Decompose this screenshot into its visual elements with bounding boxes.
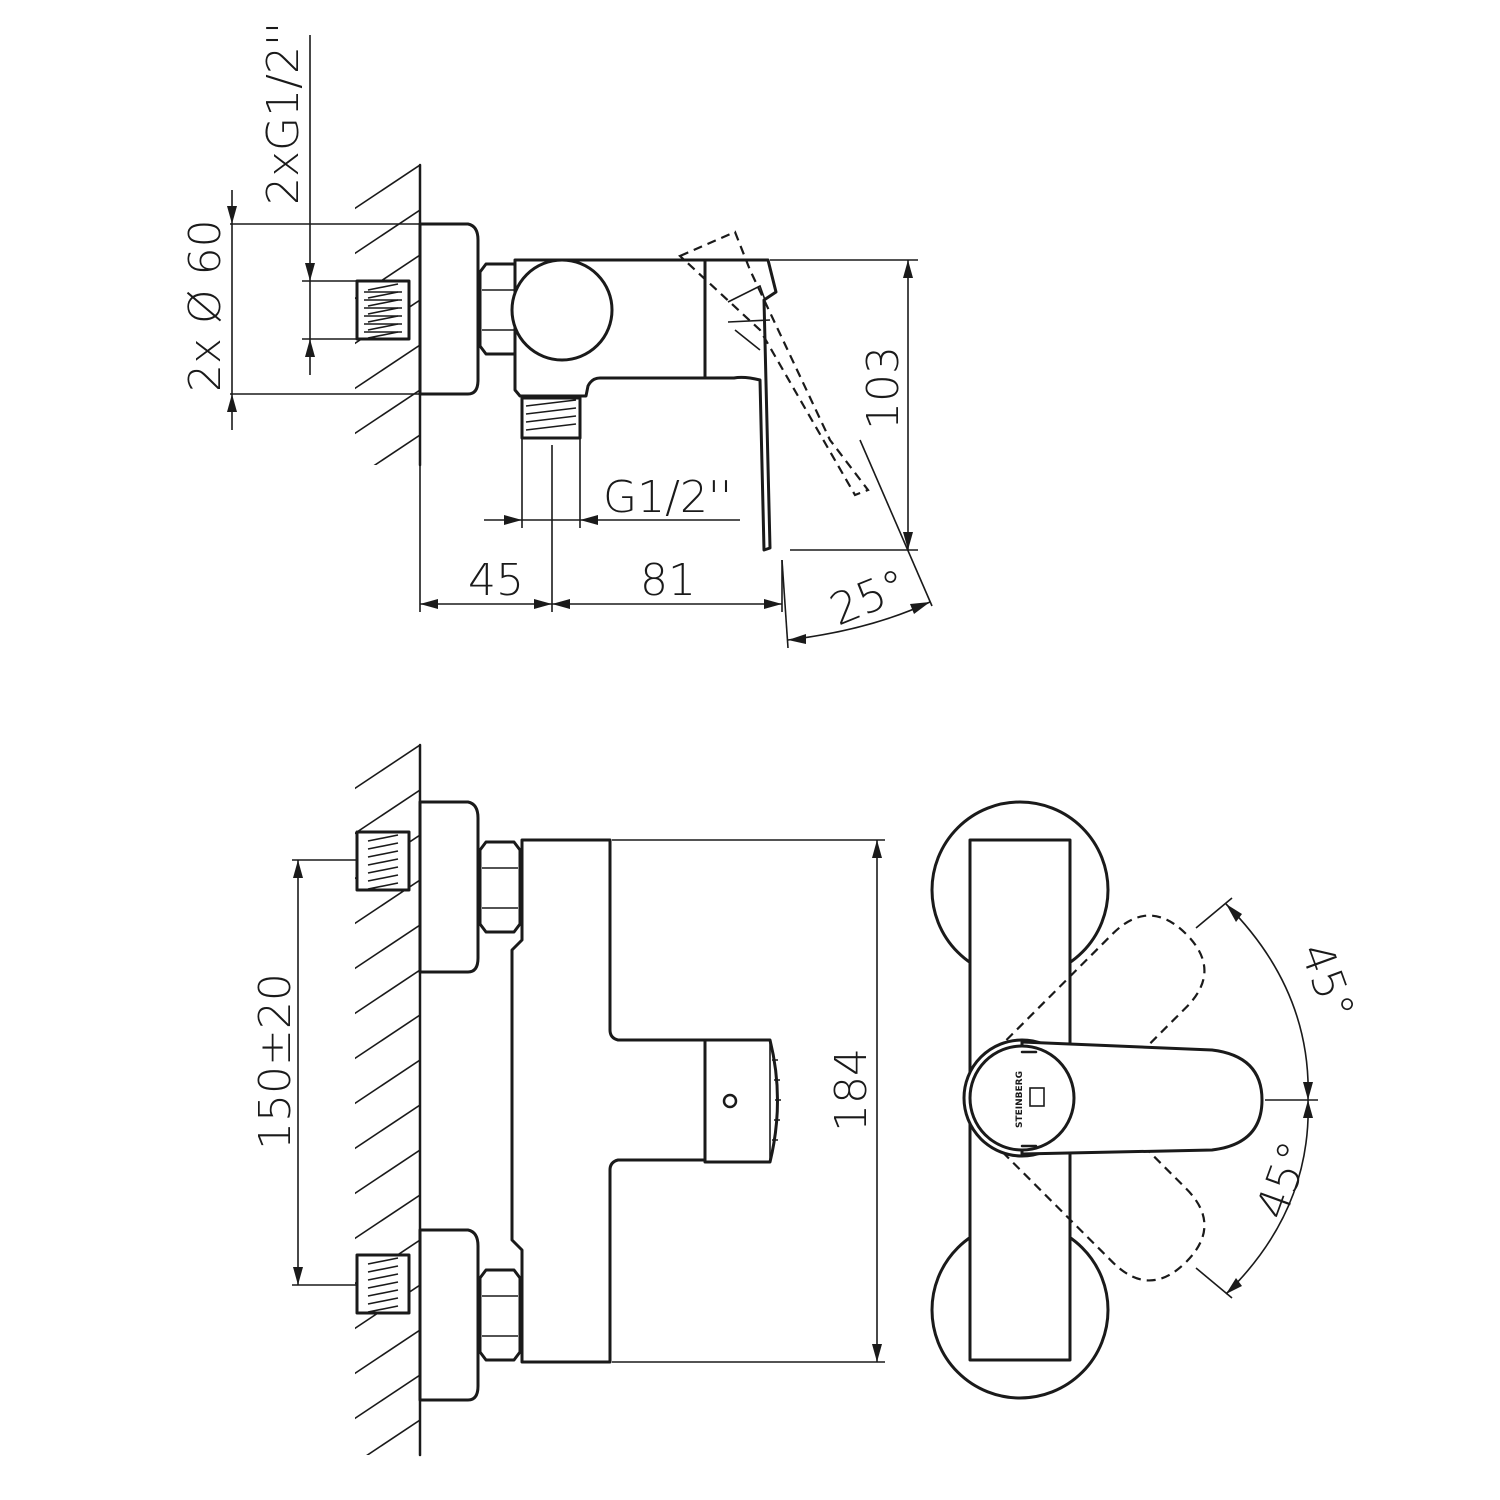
logo-mark [1029, 1087, 1045, 1107]
wall-to-outlet-label: 45 [468, 555, 524, 606]
hex-nut-upper [478, 840, 522, 934]
steinberg-logo: STEINBERG [1015, 1071, 1025, 1128]
rotation-down-label: 45° [1246, 1135, 1321, 1226]
front-view: 150±20 184 [250, 743, 885, 1457]
flange-side [418, 222, 480, 396]
body-height-label: 184 [826, 1048, 877, 1132]
top-view: STEINBERG 45° 45° [930, 800, 1365, 1400]
inlet-spacing-label: 150±20 [250, 973, 301, 1150]
outlet-to-lever-label: 81 [640, 555, 696, 606]
inlet-thread [355, 279, 411, 341]
outlet-thread [520, 396, 582, 440]
inlet-thread-label: 2xG1/2'' [258, 22, 309, 205]
lever-cap-top [968, 1044, 1076, 1152]
rotation-up-label: 45° [1290, 936, 1365, 1027]
inlet-thread-upper [355, 830, 411, 892]
arc-down [1225, 1099, 1309, 1295]
mixer-body-front [510, 838, 707, 1364]
lever-rotated-down [984, 1060, 1206, 1282]
lever-top [1020, 1040, 1264, 1156]
height-label: 103 [858, 346, 909, 430]
cartridge-circle [510, 258, 614, 362]
lever-rotated-dashed [678, 230, 870, 497]
hex-nut-lower [478, 1268, 522, 1362]
inlet-thread-lower [355, 1253, 411, 1315]
lever-angle-label: 25° [823, 560, 914, 637]
lever-rotated-up [984, 914, 1206, 1136]
flange-lower [418, 1228, 480, 1402]
arc-up [1225, 903, 1309, 1101]
lever-cap-front [703, 1038, 779, 1164]
flange-upper [418, 800, 480, 974]
side-view: 2x Ø 60 2xG1/2'' G1/2'' 45 81 103 [180, 22, 933, 649]
outlet-thread-label: G1/2'' [603, 472, 732, 523]
lever-side [703, 258, 778, 552]
flange-diameter-label: 2x Ø 60 [180, 219, 231, 392]
